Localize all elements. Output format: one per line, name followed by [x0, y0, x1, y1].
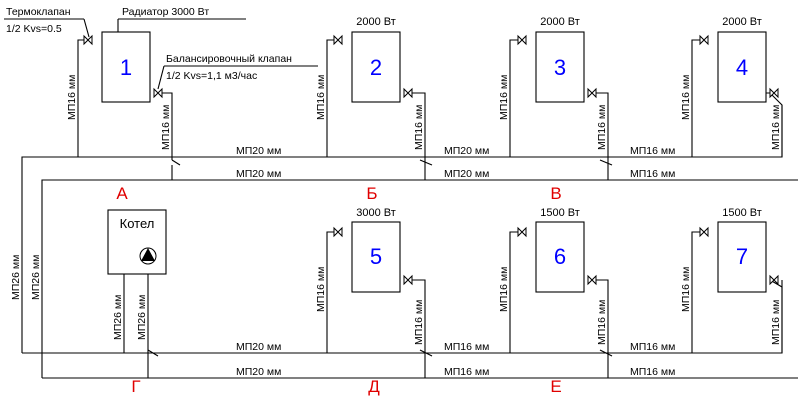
- radiator-5-number: 5: [370, 244, 382, 269]
- pipe-label: МП20 мм: [236, 366, 281, 378]
- pipe-label: МП16 мм: [315, 267, 327, 312]
- radiator-5-body: [351, 221, 401, 293]
- pipe-label: МП16 мм: [315, 75, 327, 120]
- radiator-7-number: 7: [736, 244, 748, 269]
- pipe-label: МП20 мм: [444, 145, 489, 157]
- boiler: Котел: [107, 209, 167, 275]
- boiler-label: Котел: [120, 216, 155, 231]
- valve-icon: [769, 87, 779, 99]
- section-b: Б: [366, 184, 377, 203]
- radiator-6-number: 6: [554, 244, 566, 269]
- valve-icon: [517, 34, 527, 46]
- pipe-label: МП16 мм: [680, 267, 692, 312]
- valve-icon: [333, 34, 343, 46]
- balance-valve-icon: [153, 87, 163, 99]
- thermo-valve-title: Термоклапан: [6, 6, 71, 18]
- pipe-label: МП26 мм: [136, 295, 148, 340]
- radiator-2-number: 2: [370, 55, 382, 80]
- section-e: Е: [550, 377, 561, 396]
- radiator-3-power: 2000 Вт: [540, 16, 580, 28]
- valve-icon: [587, 274, 597, 286]
- pipe-label: МП16 мм: [770, 300, 782, 345]
- radiator-note: Радиатор 3000 Вт: [122, 6, 209, 18]
- valve-icon: [699, 226, 709, 238]
- radiator-2-body: [351, 31, 401, 103]
- pipe-label: МП16 мм: [596, 105, 608, 150]
- valve-icon: [699, 34, 709, 46]
- radiator-6-power: 1500 Вт: [540, 207, 580, 219]
- pipe-label: МП20 мм: [444, 168, 489, 180]
- section-v: В: [550, 184, 561, 203]
- pipe-label: МП16 мм: [444, 366, 489, 378]
- pipe-label: МП16 мм: [630, 168, 675, 180]
- valves: [83, 34, 779, 286]
- radiator-1-body: [101, 31, 151, 103]
- pipe-label: МП16 мм: [498, 267, 510, 312]
- pump-arrow-icon: [141, 248, 155, 261]
- pipe-label: МП16 мм: [160, 105, 172, 150]
- pipe-label: МП20 мм: [236, 168, 281, 180]
- pipe-label: МП16 мм: [596, 300, 608, 345]
- radiator-2-power: 2000 Вт: [356, 16, 396, 28]
- pipe-label: МП20 мм: [236, 145, 281, 157]
- thermo-valve-spec: 1/2 Kvs=0.5: [6, 23, 62, 35]
- radiator-4-number: 4: [736, 55, 748, 80]
- pipe-label: МП20 мм: [236, 341, 281, 353]
- radiator-4-power: 2000 Вт: [722, 16, 762, 28]
- radiator-6-body: [535, 221, 585, 293]
- radiator-4-body: [717, 31, 767, 103]
- valve-icon: [769, 274, 779, 286]
- balance-valve-title: Балансировочный клапан: [166, 53, 292, 65]
- valve-icon: [403, 87, 413, 99]
- radiator-3-body: [535, 31, 585, 103]
- pipe-label: МП16 мм: [413, 300, 425, 345]
- pipe-label: МП26 мм: [30, 255, 42, 300]
- boiler-body: [107, 209, 167, 275]
- pipe-label: МП16 мм: [630, 341, 675, 353]
- pipe-label: МП26 мм: [112, 295, 124, 340]
- annotation-leaders: [4, 18, 318, 90]
- pipe-label: МП16 мм: [770, 105, 782, 150]
- pipe-label: МП16 мм: [680, 75, 692, 120]
- valve-icon: [333, 226, 343, 238]
- balance-valve-spec: 1/2 Kvs=1,1 м3/час: [166, 70, 257, 82]
- pipe-label: МП16 мм: [630, 145, 675, 157]
- pipe-label: МП16 мм: [444, 341, 489, 353]
- valve-icon: [587, 87, 597, 99]
- pipe-label: МП16 мм: [413, 105, 425, 150]
- section-a: А: [116, 184, 128, 203]
- pipe-label: МП26 мм: [10, 255, 22, 300]
- pipe-label: МП16 мм: [498, 75, 510, 120]
- pipe-label: МП16 мм: [66, 75, 78, 120]
- section-d: Д: [368, 377, 380, 396]
- thermo-valve-icon: [83, 34, 93, 46]
- radiator-1-number: 1: [120, 55, 132, 80]
- valve-icon: [403, 274, 413, 286]
- pipe-label: МП16 мм: [630, 366, 675, 378]
- radiator-7-body: [717, 221, 767, 293]
- radiators: [101, 31, 767, 293]
- radiator-5-power: 3000 Вт: [356, 207, 396, 219]
- radiator-3-number: 3: [554, 55, 566, 80]
- section-g: Г: [131, 377, 140, 396]
- radiator-7-power: 1500 Вт: [722, 207, 762, 219]
- valve-icon: [517, 226, 527, 238]
